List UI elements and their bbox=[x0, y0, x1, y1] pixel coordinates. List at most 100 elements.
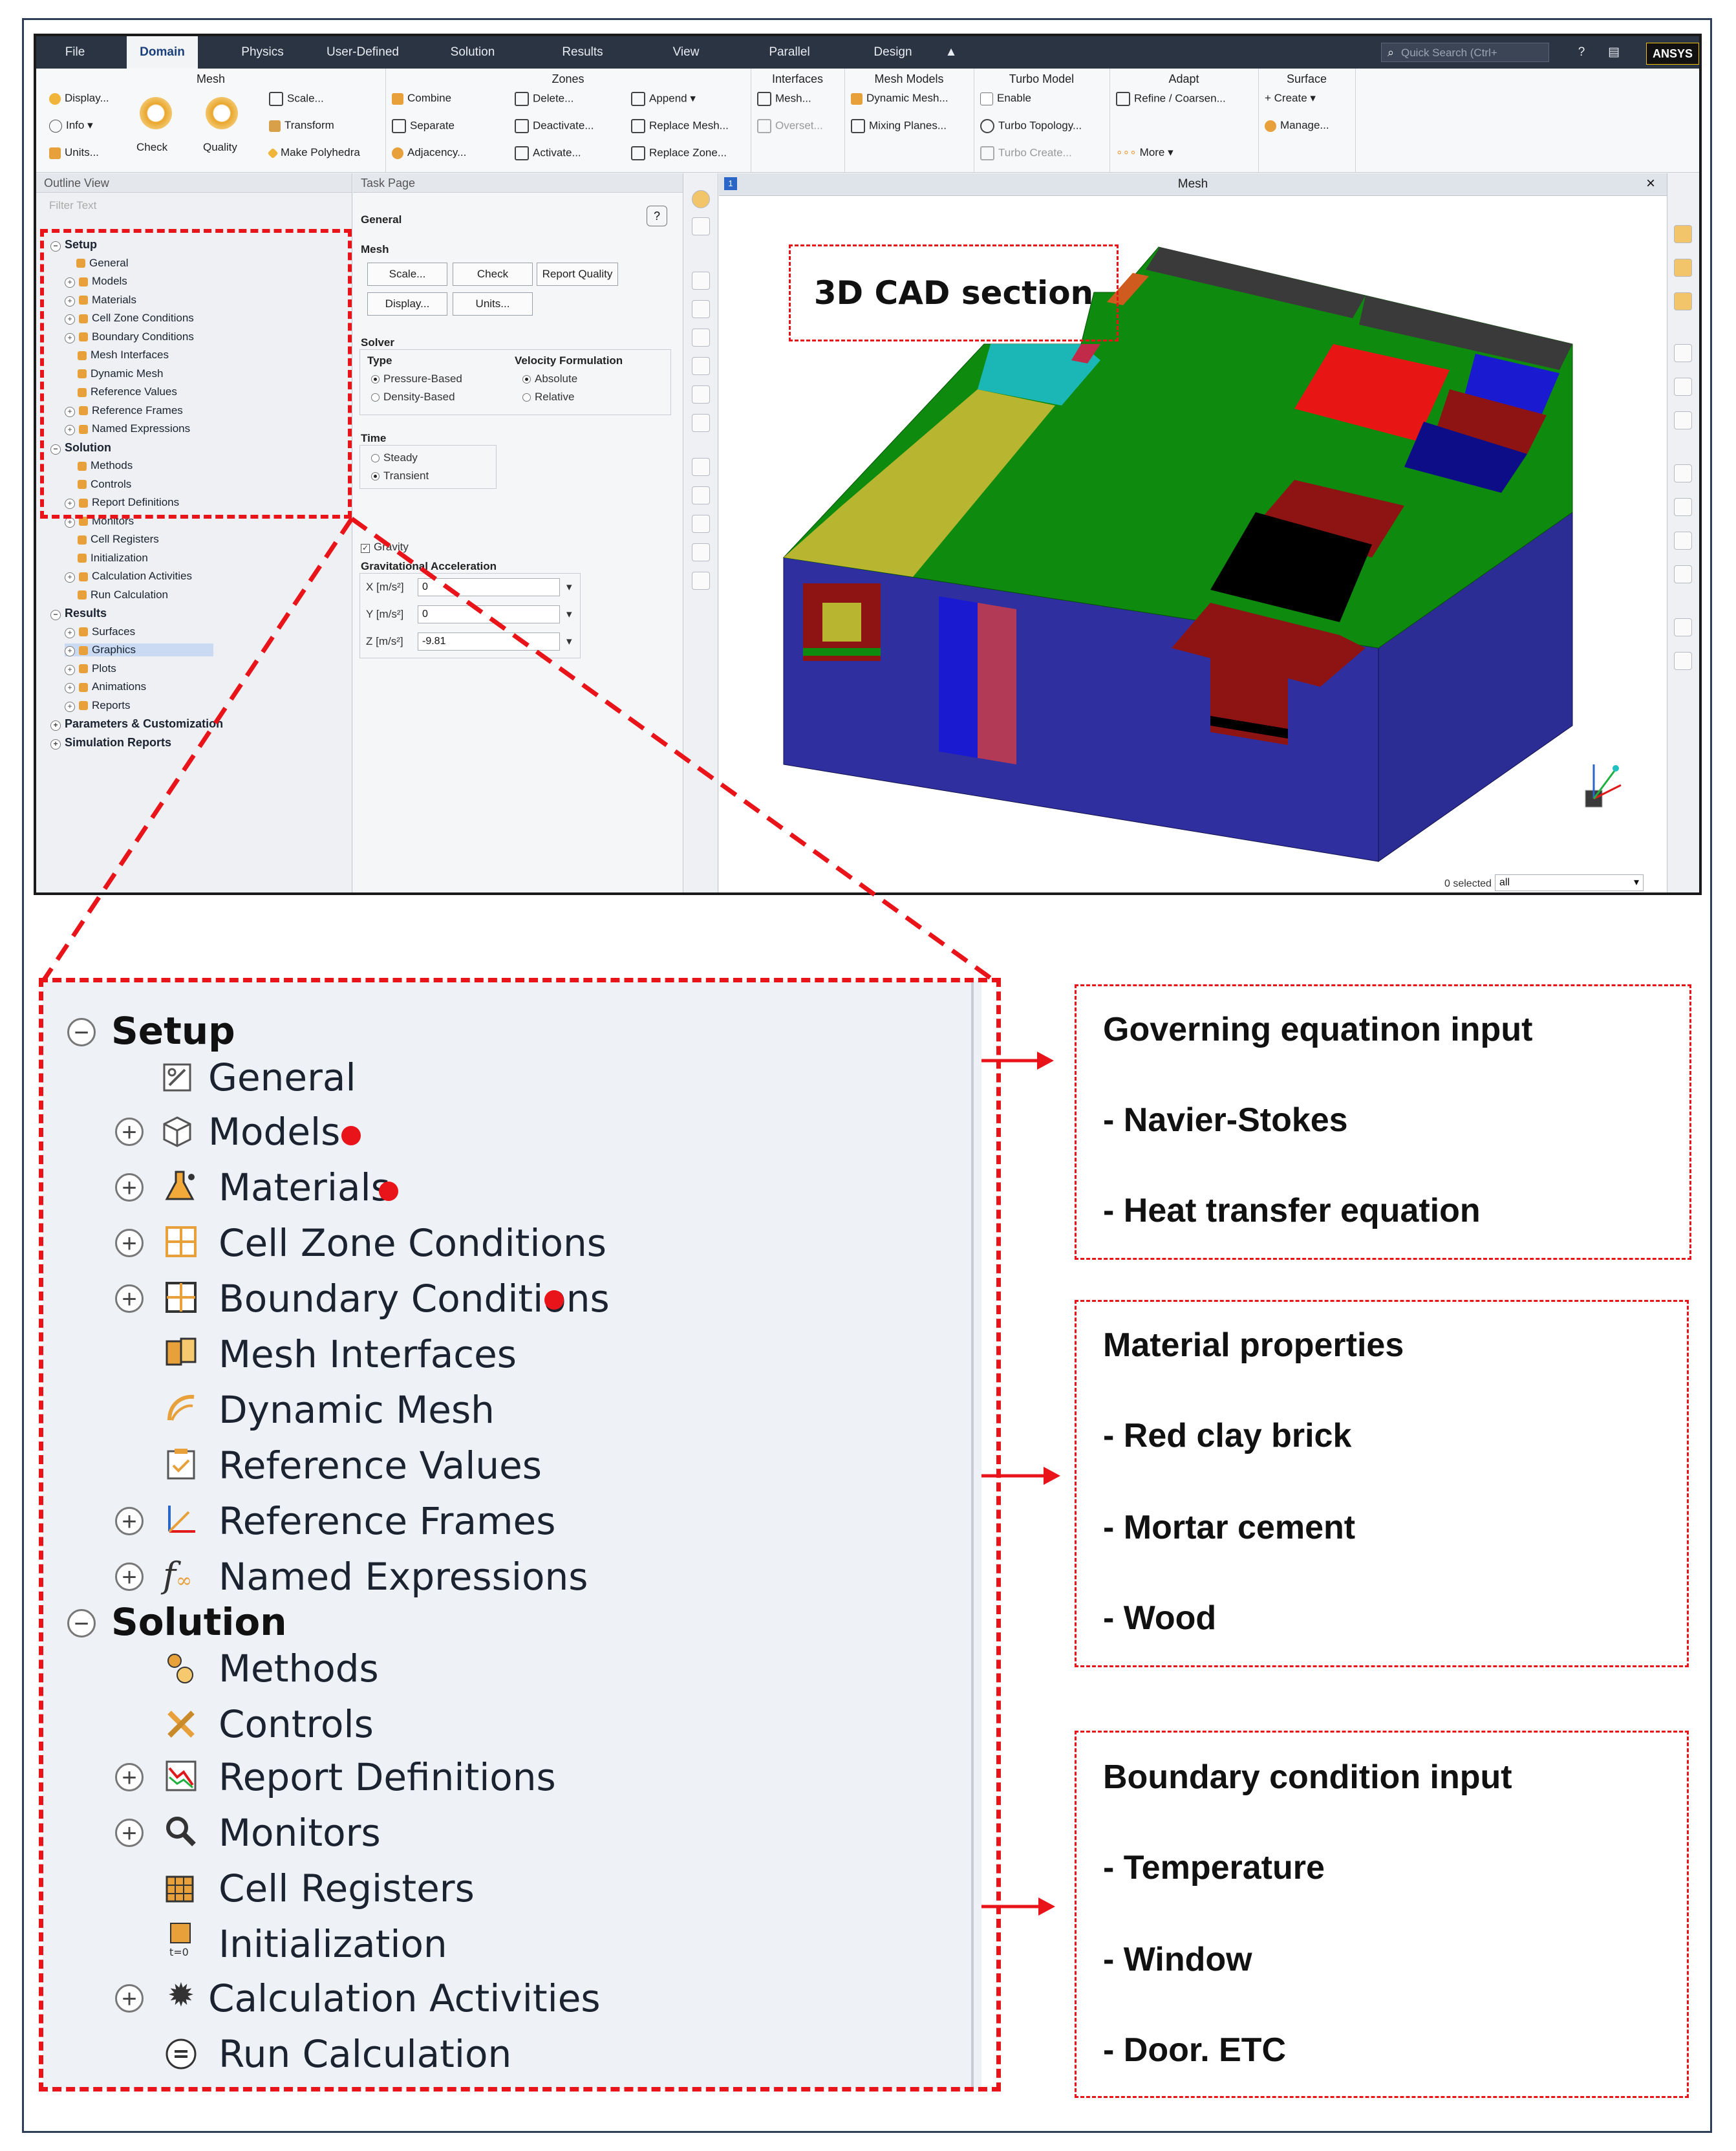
zoom-out-icon[interactable] bbox=[692, 515, 710, 533]
make-polyhedra-button[interactable]: Make Polyhedra bbox=[267, 146, 360, 159]
outline-methods[interactable]: Methods bbox=[78, 459, 133, 472]
menu-domain[interactable]: Domain bbox=[127, 36, 198, 69]
outline-cell-registers[interactable]: Cell Registers bbox=[78, 533, 159, 546]
tree-monitors[interactable]: Monitors bbox=[219, 1811, 381, 1855]
quick-search-input[interactable]: Quick Search (Ctrl+ bbox=[1381, 43, 1549, 62]
outline-report-definitions[interactable]: +Report Definitions bbox=[65, 496, 179, 509]
outline-surfaces[interactable]: +Surfaces bbox=[65, 625, 135, 638]
display-button[interactable]: Display... bbox=[49, 92, 109, 105]
units-button[interactable]: Units... bbox=[49, 146, 99, 159]
tree-scrollbar[interactable] bbox=[971, 982, 974, 2089]
expand-reference-frames-icon[interactable]: + bbox=[115, 1507, 144, 1535]
tree-calculation-activities[interactable]: Calculation Activities bbox=[208, 1976, 601, 2020]
outline-initialization[interactable]: Initialization bbox=[78, 552, 148, 565]
tree-report-definitions[interactable]: Report Definitions bbox=[219, 1755, 556, 1799]
expander-icon[interactable]: + bbox=[65, 572, 75, 583]
expander-icon[interactable]: + bbox=[65, 332, 75, 343]
list-icon[interactable] bbox=[1674, 565, 1692, 583]
outline-reference-values[interactable]: Reference Values bbox=[78, 385, 177, 398]
info-button[interactable]: Info ▾ bbox=[49, 119, 93, 133]
expand-report-definitions-icon[interactable]: + bbox=[115, 1763, 144, 1791]
expander-icon[interactable]: + bbox=[65, 646, 75, 656]
collapse-solution-icon[interactable]: − bbox=[67, 1609, 96, 1638]
outline-dynamic-mesh[interactable]: Dynamic Mesh bbox=[78, 367, 163, 380]
tree-general[interactable]: General bbox=[208, 1055, 356, 1099]
rotate-icon[interactable] bbox=[692, 300, 710, 318]
expander-icon[interactable]: + bbox=[65, 296, 75, 307]
help-icon[interactable]: ? bbox=[647, 206, 667, 226]
toggle-icon[interactable] bbox=[1674, 498, 1692, 516]
pan-icon[interactable] bbox=[692, 329, 710, 347]
expander-icon[interactable]: − bbox=[50, 444, 61, 455]
surface-create-button[interactable]: + Create ▾ bbox=[1265, 92, 1316, 104]
gravity-checkbox[interactable]: ✓Gravity bbox=[361, 541, 409, 553]
zoom-in-icon[interactable] bbox=[692, 486, 710, 504]
outline-animations[interactable]: +Animations bbox=[65, 680, 146, 693]
steady-radio[interactable]: Steady bbox=[371, 451, 418, 464]
turbo-topology-button[interactable]: Turbo Topology... bbox=[980, 119, 1082, 133]
tree-cell-registers[interactable]: Cell Registers bbox=[219, 1866, 475, 1910]
expand-monitors-icon[interactable]: + bbox=[115, 1819, 144, 1847]
outline-plots[interactable]: +Plots bbox=[65, 662, 116, 675]
gravity-z-input[interactable]: -9.81 bbox=[418, 632, 560, 651]
outline-reference-frames[interactable]: +Reference Frames bbox=[65, 404, 183, 417]
outline-calculation-activities[interactable]: +Calculation Activities bbox=[65, 570, 192, 583]
expander-icon[interactable]: + bbox=[65, 499, 75, 509]
probe-icon[interactable] bbox=[692, 414, 710, 432]
gravity-z-dropdown[interactable]: ▾ bbox=[566, 635, 572, 647]
expander-icon[interactable]: + bbox=[65, 701, 75, 712]
check-button[interactable]: Check bbox=[136, 141, 168, 153]
menu-parallel[interactable]: Parallel bbox=[769, 45, 810, 59]
expand-calculation-activities-icon[interactable]: + bbox=[115, 1984, 144, 2013]
record-icon[interactable] bbox=[1674, 652, 1692, 670]
tree-initialization[interactable]: Initialization bbox=[219, 1922, 447, 1966]
transient-radio[interactable]: Transient bbox=[371, 470, 429, 482]
dynamic-mesh-button[interactable]: Dynamic Mesh... bbox=[851, 92, 948, 105]
mixing-planes-button[interactable]: Mixing Planes... bbox=[851, 119, 947, 133]
tree-dynamic-mesh[interactable]: Dynamic Mesh bbox=[219, 1388, 495, 1432]
outline-boundary-conditions[interactable]: +Boundary Conditions bbox=[65, 330, 194, 343]
fit-icon[interactable] bbox=[692, 458, 710, 476]
expander-icon[interactable]: + bbox=[65, 683, 75, 693]
turbo-enable-checkbox[interactable]: Enable bbox=[980, 92, 1031, 105]
separate-button[interactable]: Separate bbox=[392, 119, 455, 133]
outline-simulation-reports[interactable]: +Simulation Reports bbox=[50, 736, 171, 750]
tree-controls[interactable]: Controls bbox=[219, 1702, 374, 1746]
menu-design[interactable]: Design bbox=[873, 45, 912, 59]
expander-icon[interactable]: + bbox=[65, 277, 75, 288]
menu-solution[interactable]: Solution bbox=[450, 45, 495, 59]
adapt-more-button[interactable]: ∘∘∘ More ▾ bbox=[1116, 146, 1173, 158]
tree-reference-frames[interactable]: Reference Frames bbox=[219, 1499, 556, 1543]
quality-button[interactable]: Quality bbox=[203, 141, 237, 153]
display-options-icon[interactable] bbox=[692, 190, 710, 208]
outline-controls[interactable]: Controls bbox=[78, 478, 131, 491]
outline-materials[interactable]: +Materials bbox=[65, 294, 136, 307]
tree-setup[interactable]: Setup bbox=[111, 1009, 235, 1053]
surface-manage-button[interactable]: Manage... bbox=[1265, 119, 1329, 132]
tree-cell-zone-conditions[interactable]: Cell Zone Conditions bbox=[219, 1221, 606, 1265]
material-icon[interactable] bbox=[1674, 292, 1692, 310]
outline-run-calculation[interactable]: Run Calculation bbox=[78, 589, 168, 601]
scale-button[interactable]: Scale... bbox=[367, 263, 447, 286]
pressure-based-radio[interactable]: Pressure-Based bbox=[371, 373, 462, 385]
tree-reference-values[interactable]: Reference Values bbox=[219, 1443, 542, 1487]
interfaces-mesh-button[interactable]: Mesh... bbox=[757, 92, 811, 106]
menu-view[interactable]: View bbox=[672, 45, 700, 59]
absolute-radio[interactable]: Absolute bbox=[522, 373, 577, 385]
delete-button[interactable]: Delete... bbox=[515, 92, 573, 106]
expander-icon[interactable]: − bbox=[50, 610, 61, 620]
adjacency-button[interactable]: Adjacency... bbox=[392, 146, 466, 159]
tree-mesh-interfaces[interactable]: Mesh Interfaces bbox=[219, 1332, 517, 1376]
tree-materials[interactable]: Materials bbox=[219, 1165, 391, 1209]
expand-materials-icon[interactable]: + bbox=[115, 1173, 144, 1202]
menu-results[interactable]: Results bbox=[562, 45, 603, 59]
outline-general[interactable]: General bbox=[76, 257, 128, 270]
expander-icon[interactable]: + bbox=[65, 627, 75, 638]
expander-icon[interactable]: − bbox=[50, 241, 61, 252]
outline-named-expressions[interactable]: +Named Expressions bbox=[65, 422, 190, 435]
light-icon[interactable] bbox=[1674, 259, 1692, 277]
cylinder-icon[interactable] bbox=[1674, 225, 1692, 243]
deactivate-button[interactable]: Deactivate... bbox=[515, 119, 594, 133]
combine-button[interactable]: Combine bbox=[392, 92, 451, 105]
display-button[interactable]: Display... bbox=[367, 292, 447, 316]
